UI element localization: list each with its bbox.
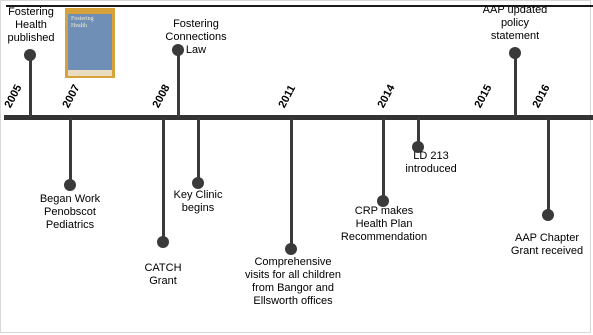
- marker-catch: [157, 236, 169, 248]
- stem-key-clinic: [197, 118, 200, 182]
- event-comprehensive: Comprehensive visits for all children fr…: [245, 256, 341, 307]
- stem-began-work: [69, 118, 72, 184]
- event-key-clinic: Key Clinic begins: [173, 189, 223, 214]
- stem-ld213: [417, 118, 420, 146]
- stem-crp: [382, 118, 385, 201]
- event-began-work: Began Work Penobscot Pediatrics: [39, 193, 101, 231]
- timeline-axis: [4, 115, 593, 120]
- event-ld213: LD 213 introduced: [405, 150, 457, 175]
- marker-aap-chapter: [542, 209, 554, 221]
- top-rule: [6, 5, 593, 7]
- stem-fostering-connections: [177, 50, 180, 117]
- stem-comprehensive: [290, 118, 293, 249]
- event-fostering-connections: Fostering Connections Law: [165, 18, 227, 56]
- stem-aap-policy: [514, 53, 517, 117]
- stem-catch: [162, 118, 165, 242]
- marker-crp: [377, 195, 389, 207]
- cover-title: Fostering Health: [71, 16, 94, 29]
- marker-comprehensive: [285, 243, 297, 255]
- event-catch: CATCH Grant: [144, 262, 182, 287]
- marker-ld213: [412, 141, 424, 153]
- event-fostering-health: Fostering Health published: [7, 6, 55, 44]
- event-aap-chapter: AAP Chapter Grant received: [510, 232, 584, 257]
- stem-fostering-health: [29, 55, 32, 117]
- event-aap-policy: AAP updated policy statement: [482, 4, 548, 42]
- stem-aap-chapter: [547, 118, 550, 215]
- marker-key-clinic: [192, 177, 204, 189]
- marker-began-work: [64, 179, 76, 191]
- fostering-health-cover-image: Fostering Health: [65, 8, 115, 78]
- event-crp: CRP makes Health Plan Recommendation: [340, 205, 428, 243]
